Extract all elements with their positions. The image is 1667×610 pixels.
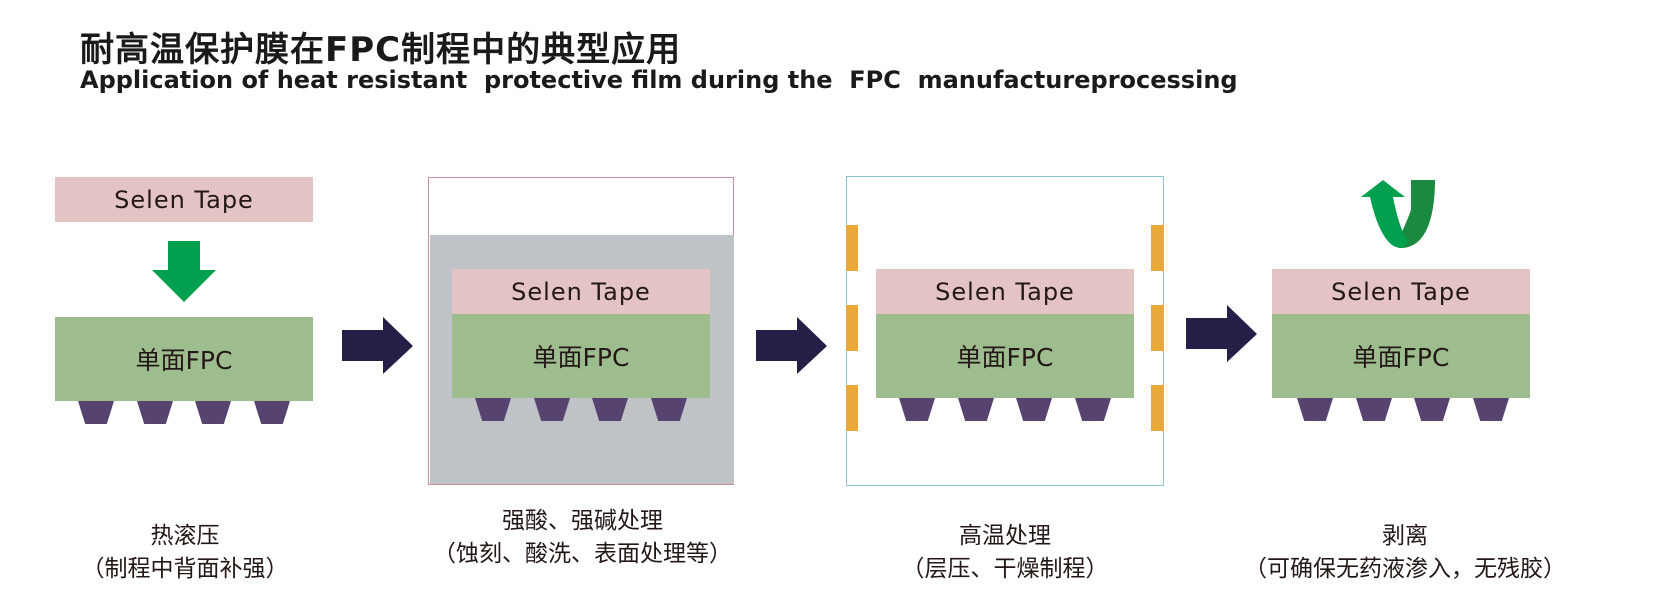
caption-note: （制程中背面补强） <box>81 556 289 582</box>
heater-element-icon <box>846 225 858 271</box>
solder-pad <box>1016 398 1052 421</box>
solder-pad <box>78 401 114 424</box>
arrow-right-icon <box>342 317 413 374</box>
peel-arrow-icon <box>1361 180 1435 248</box>
fpc-label: 单面FPC <box>956 343 1054 372</box>
fpc-label: 单面FPC <box>532 343 630 372</box>
solder-pad <box>1414 398 1450 421</box>
solder-pad <box>899 398 935 421</box>
solder-pad <box>1297 398 1333 421</box>
arrow-down-icon <box>152 241 216 302</box>
heater-element-icon <box>846 385 858 431</box>
caption-note: （层压、干燥制程） <box>901 556 1109 582</box>
step-caption: 热滚压 （制程中背面补强） <box>30 520 340 586</box>
page-title: 耐高温保护膜在FPC制程中的典型应用 <box>80 30 682 70</box>
heater-element-icon <box>846 305 858 351</box>
solder-pad <box>651 398 687 421</box>
fpc-layer: 单面FPC <box>1272 314 1530 398</box>
fpc-label: 单面FPC <box>135 346 233 375</box>
tape-label: Selen Tape <box>114 185 254 214</box>
caption-note: （蚀刻、酸洗、表面处理等） <box>433 541 732 567</box>
caption-title: 剥离 <box>1382 523 1428 549</box>
solder-pad <box>254 401 290 424</box>
arrow-right-icon <box>1186 305 1257 362</box>
tape-label: Selen Tape <box>935 277 1075 306</box>
heater-element-icon <box>1151 305 1163 351</box>
solder-pad <box>1473 398 1509 421</box>
solder-pad <box>1075 398 1111 421</box>
solder-pad <box>592 398 628 421</box>
solder-pad <box>534 398 570 421</box>
fpc-label: 单面FPC <box>1352 343 1450 372</box>
heater-element-icon <box>1151 225 1163 271</box>
selen-tape-layer: Selen Tape <box>876 269 1134 314</box>
step-caption: 高温处理 （层压、干燥制程） <box>855 520 1155 586</box>
solder-pad <box>137 401 173 424</box>
selen-tape-layer: Selen Tape <box>1272 269 1530 314</box>
selen-tape-layer: Selen Tape <box>452 269 710 314</box>
tape-label: Selen Tape <box>1331 277 1471 306</box>
heater-element-icon <box>1151 385 1163 431</box>
solder-pad <box>195 401 231 424</box>
solder-pad <box>475 398 511 421</box>
arrow-right-icon <box>756 317 827 374</box>
solder-pad <box>1356 398 1392 421</box>
page-subtitle: Application of heat resistant protective… <box>80 66 1238 94</box>
tape-label: Selen Tape <box>511 277 651 306</box>
caption-title: 强酸、强碱处理 <box>502 508 663 534</box>
step-caption: 强酸、强碱处理 （蚀刻、酸洗、表面处理等） <box>405 505 760 571</box>
caption-title: 高温处理 <box>959 523 1051 549</box>
fpc-layer: 单面FPC <box>452 314 710 398</box>
solder-pad <box>958 398 994 421</box>
caption-note: （可确保无药液渗入，无残胶） <box>1244 556 1566 582</box>
fpc-layer: 单面FPC <box>55 317 313 401</box>
step-caption: 剥离 （可确保无药液渗入，无残胶） <box>1215 520 1595 586</box>
fpc-layer: 单面FPC <box>876 314 1134 398</box>
selen-tape-layer: Selen Tape <box>55 177 313 222</box>
caption-title: 热滚压 <box>150 523 220 549</box>
